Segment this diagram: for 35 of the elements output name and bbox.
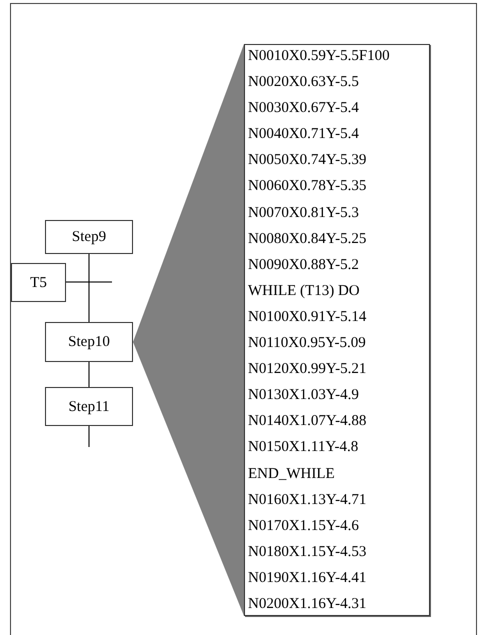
code-line: N0180X1.15Y-4.53: [248, 542, 368, 561]
code-line: N0040X0.71Y-5.4: [248, 125, 360, 144]
connector-line: [88, 362, 90, 388]
code-line: N0190X1.16Y-4.41: [248, 568, 368, 587]
connector-line: [88, 426, 90, 448]
code-line: N0010X0.59Y-5.5F100: [248, 47, 391, 65]
code-line: N0160X1.13Y-4.71: [248, 490, 368, 509]
code-line: N0200X1.16Y-4.31: [248, 594, 368, 613]
program-listing-box: [244, 44, 430, 616]
code-line: N0100X0.91Y-5.14: [248, 308, 368, 326]
step-label: Step9: [72, 228, 106, 246]
code-line: N0070X0.81Y-5.3: [248, 204, 360, 222]
callout-wedge: [133, 44, 244, 616]
code-line: END_WHILE: [248, 464, 336, 482]
code-line: WHILE (T13) DO: [248, 282, 361, 300]
code-line: N0130X1.03Y-4.9: [248, 386, 360, 404]
code-line: N0140X1.07Y-4.88: [248, 412, 368, 430]
code-line: N0060X0.78Y-5.35: [248, 177, 368, 196]
code-line: N0150X1.11Y-4.8: [248, 438, 360, 456]
step-label: T5: [30, 274, 47, 292]
step-label: Step11: [68, 398, 110, 416]
code-line: N0170X1.15Y-4.6: [248, 516, 360, 535]
code-line: N0050X0.74Y-5.39: [248, 151, 368, 170]
step-label: Step10: [68, 333, 110, 351]
code-line: N0110X0.95Y-5.09: [248, 334, 367, 352]
code-line: N0020X0.63Y-5.5: [248, 73, 360, 92]
code-line: N0030X0.67Y-5.4: [248, 99, 360, 118]
step-box: [45, 220, 133, 254]
connector-line: [88, 254, 90, 322]
step-box: [11, 263, 66, 302]
step-box: [45, 387, 133, 426]
code-line: N0090X0.88Y-5.2: [248, 256, 360, 274]
code-line: N0080X0.84Y-5.25: [248, 230, 368, 248]
step-box: [45, 322, 133, 362]
code-line: N0120X0.99Y-5.21: [248, 360, 368, 378]
